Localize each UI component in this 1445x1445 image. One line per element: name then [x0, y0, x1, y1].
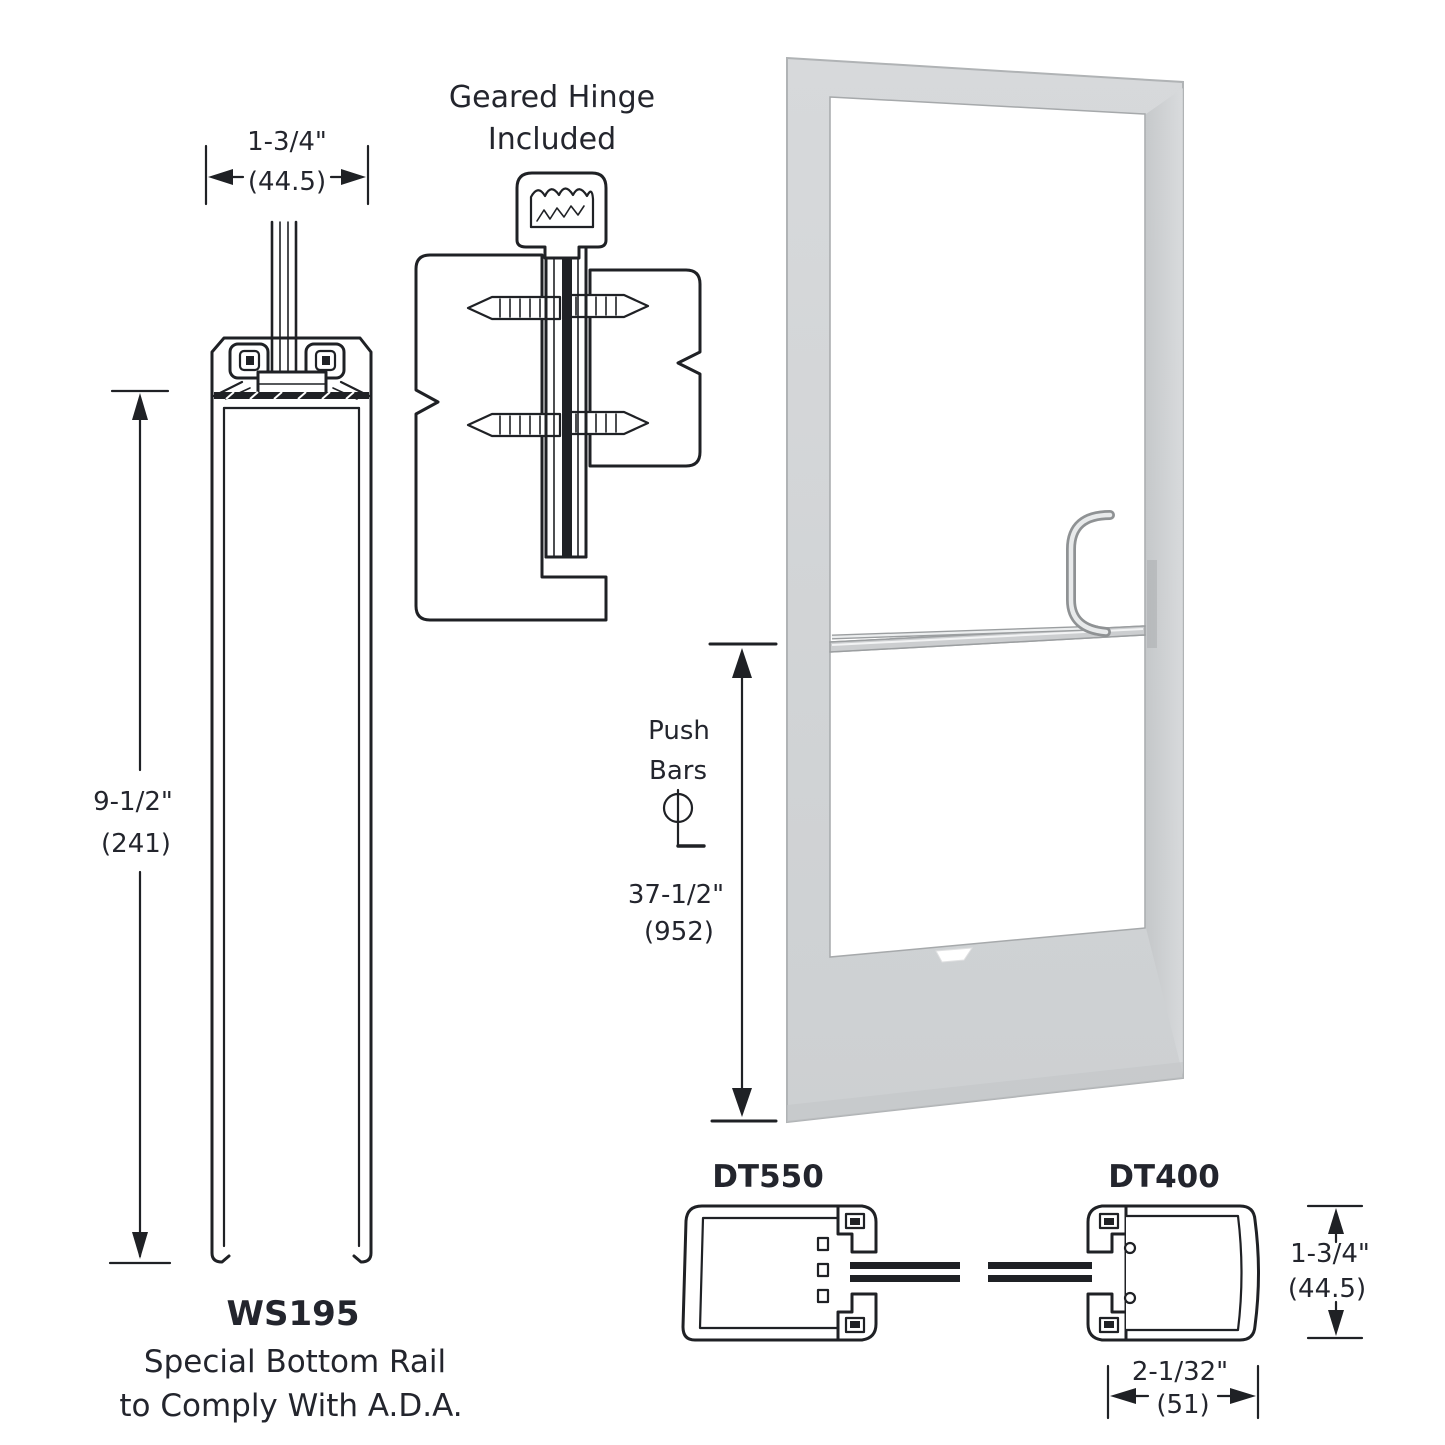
- dt400-glass-lines: [988, 1262, 1092, 1282]
- door-lock-stile-shading: [1146, 88, 1183, 1075]
- dim-arrow-left: [208, 169, 233, 185]
- pushbar-label-line2: Bars: [649, 756, 707, 786]
- rail-height-dimension: 9-1/2" (241): [93, 389, 173, 1265]
- glazing-clamp-assembly: [210, 336, 373, 401]
- pull-handle-icon: [1066, 510, 1115, 637]
- dim-arrow-left: [1110, 1388, 1136, 1404]
- stile-thickness-inches: 1-3/4": [1290, 1239, 1370, 1269]
- ws195-caption-line2: to Comply With A.D.A.: [119, 1388, 462, 1424]
- rail-height-dim-inches: 9-1/2": [93, 787, 173, 817]
- dim-arrow-up: [1328, 1208, 1344, 1234]
- pushbar-label-line1: Push: [648, 716, 710, 746]
- pushbar-height-dimension: Push Bars 37-1/2" (952): [628, 642, 778, 1123]
- stile-width-dimension: 2-1/32" (51): [1106, 1357, 1260, 1420]
- hinge-title-line2: Included: [488, 122, 616, 157]
- ws195-label: WS195: [227, 1294, 360, 1334]
- dt400-profile: DT400: [988, 1159, 1260, 1342]
- geared-hinge-drawing: [414, 171, 702, 622]
- hinge-leaves: [544, 245, 588, 559]
- rail-height-dim-mm: (241): [101, 829, 171, 859]
- dim-arrow-up: [732, 648, 752, 678]
- stile-thickness-mm: (44.5): [1288, 1274, 1366, 1304]
- dt550-profile: DT550: [681, 1159, 960, 1342]
- push-bar-highlight: [831, 626, 1099, 639]
- centerline-icon: [662, 788, 706, 848]
- door-bottom-edge-shading: [787, 1062, 1183, 1122]
- dim-arrow-down: [732, 1088, 752, 1117]
- glass-edge-lines: [270, 220, 298, 380]
- dim-arrow-right: [341, 169, 366, 185]
- rail-width-dimension: 1-3/4" (44.5): [204, 127, 370, 206]
- hinge-door-stile: [414, 253, 608, 622]
- dim-arrow-down: [1328, 1310, 1344, 1336]
- door-illustration: [786, 56, 1184, 1124]
- stile-thickness-dimension: 1-3/4" (44.5): [1288, 1204, 1370, 1340]
- geared-hinge-section: Geared Hinge Included: [414, 80, 702, 622]
- dim-arrow-down: [132, 1232, 148, 1259]
- stile-shadow-streak: [1147, 560, 1157, 648]
- pushbar-height-dim-inches: 37-1/2": [628, 880, 724, 910]
- stile-width-mm: (51): [1156, 1390, 1209, 1420]
- dt400-label: DT400: [1108, 1159, 1220, 1195]
- bottom-rail-profile: [210, 397, 373, 1264]
- rail-width-dim-inches: 1-3/4": [247, 127, 327, 157]
- ws195-caption-line1: Special Bottom Rail: [144, 1344, 446, 1380]
- rail-width-dim-mm: (44.5): [248, 167, 326, 197]
- door-glass-lower: [829, 634, 1146, 958]
- dim-arrow-up: [132, 393, 148, 420]
- door-glass-upper: [829, 96, 1146, 643]
- dim-arrow-right: [1230, 1388, 1256, 1404]
- ws195-section: 1-3/4" (44.5): [93, 127, 463, 1424]
- stile-width-inches: 2-1/32": [1132, 1357, 1228, 1387]
- dt550-glass-lines: [850, 1262, 960, 1282]
- dt550-label: DT550: [712, 1159, 824, 1195]
- pushbar-height-dim-mm: (952): [644, 917, 714, 947]
- hinge-gear-cap: [515, 171, 608, 260]
- bottom-rail-notch: [935, 947, 973, 963]
- hinge-title-line1: Geared Hinge: [449, 80, 655, 115]
